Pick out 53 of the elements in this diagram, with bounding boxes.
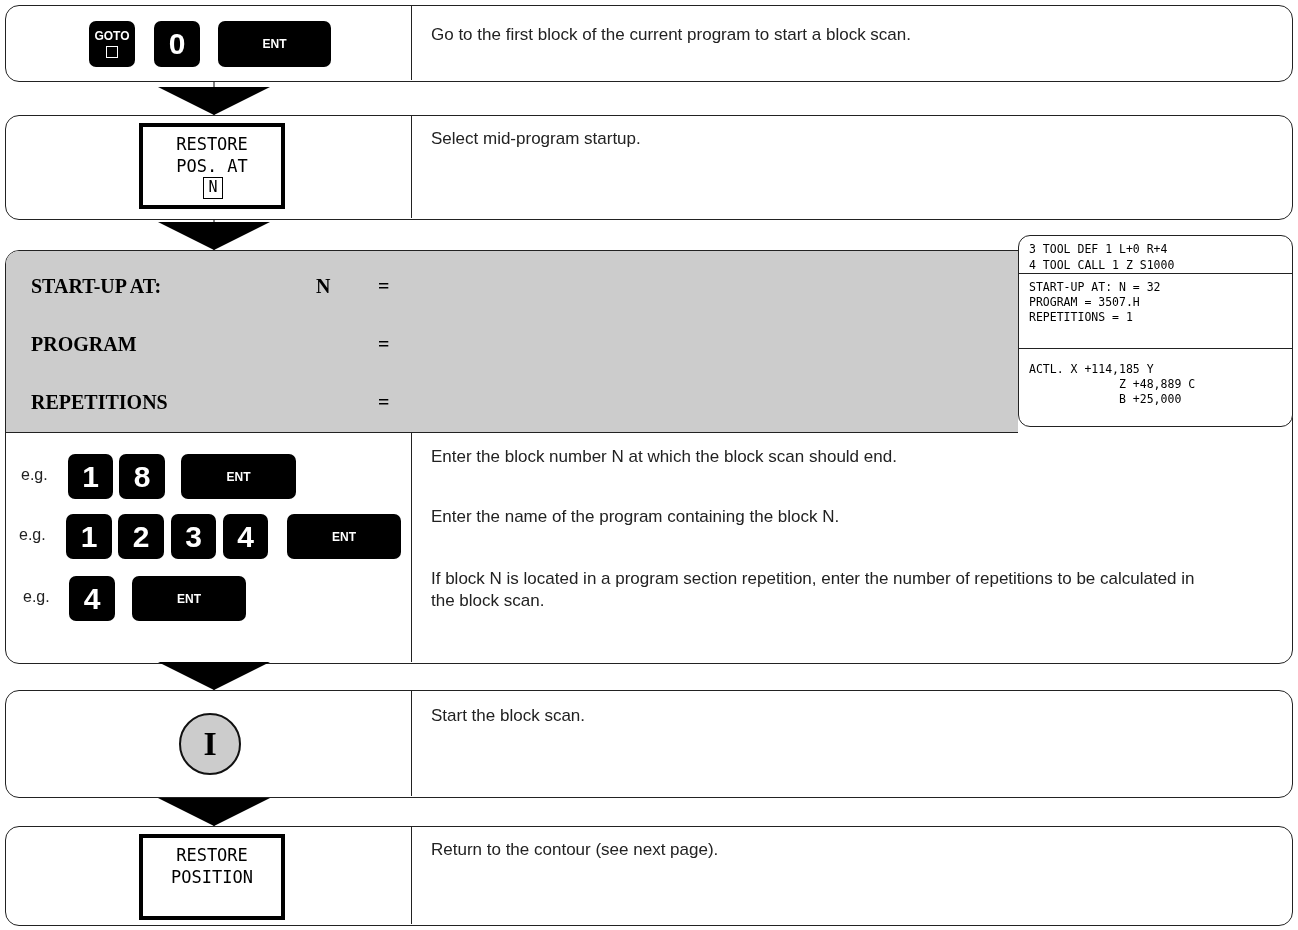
- keyboard-key: ENT: [287, 514, 401, 559]
- step-arrow: [158, 219, 270, 251]
- soft-key: [139, 834, 285, 920]
- keyboard-key: ENT: [218, 21, 331, 67]
- screen-line: REPETITIONS = 1: [1029, 310, 1133, 324]
- step-arrow: [158, 81, 270, 116]
- keyboard-key: 3: [171, 514, 216, 559]
- field-label: REPETITIONS: [31, 391, 168, 414]
- step-description: Select mid-program startup.: [431, 128, 642, 150]
- step-description: If block N is located in a program section repetition, enter the number of repetitions to be calculated in the block scan.: [431, 568, 1196, 612]
- soft-key-label: RESTORE POSITION: [170, 844, 254, 888]
- example-label: e.g.: [23, 588, 50, 606]
- start-key: I: [179, 713, 241, 775]
- keyboard-key: GOTO: [89, 21, 135, 67]
- step-description: Enter the block number N at which the block scan should end.: [431, 446, 898, 468]
- step-description: Enter the name of the program containing the block N.: [431, 506, 841, 528]
- keyboard-key: 2: [118, 514, 164, 559]
- field-label: N: [316, 275, 331, 298]
- step-panel: [5, 5, 1293, 82]
- keyboard-key: ENT: [181, 454, 296, 499]
- field-label: START-UP AT:: [31, 275, 162, 298]
- keyboard-key: ENT: [132, 576, 246, 621]
- step-description: Go to the first block of the current program to start a block scan.: [431, 24, 912, 46]
- screen-line: 3 TOOL DEF 1 L+0 R+4: [1029, 242, 1168, 256]
- soft-key-label: RESTORE POS. AT: [175, 133, 249, 177]
- screen-line: 4 TOOL CALL 1 Z S1000: [1029, 258, 1175, 272]
- screen-line: Z +48,889 C: [1119, 377, 1196, 391]
- keyboard-key: 1: [68, 454, 113, 499]
- screen-display: [1018, 235, 1293, 427]
- screen-line: B +25,000: [1119, 392, 1182, 406]
- screen-line: ACTL. X +114,185 Y: [1029, 362, 1154, 376]
- field-label: =: [378, 391, 390, 414]
- step-description: Return to the contour (see next page).: [431, 839, 720, 861]
- example-label: e.g.: [19, 526, 46, 544]
- screen-line: PROGRAM = 3507.H: [1029, 295, 1140, 309]
- keyboard-key: 1: [66, 514, 112, 559]
- example-label: e.g.: [21, 466, 48, 484]
- step-description: Start the block scan.: [431, 705, 587, 727]
- field-label: =: [378, 275, 390, 298]
- step-panel: [5, 115, 1293, 220]
- step-panel: [5, 826, 1293, 926]
- field-label: =: [378, 333, 390, 356]
- keyboard-key: 0: [154, 21, 200, 67]
- keyboard-key: 4: [223, 514, 268, 559]
- field-label: PROGRAM: [31, 333, 137, 356]
- screen-line: START-UP AT: N = 32: [1029, 280, 1161, 294]
- input-dialog-panel: [6, 251, 1018, 433]
- soft-key: [139, 123, 285, 209]
- keyboard-key: 4: [69, 576, 115, 621]
- step-arrow: [158, 797, 270, 827]
- field-box: N: [203, 177, 223, 199]
- keyboard-key: 8: [119, 454, 165, 499]
- step-panel: [5, 690, 1293, 798]
